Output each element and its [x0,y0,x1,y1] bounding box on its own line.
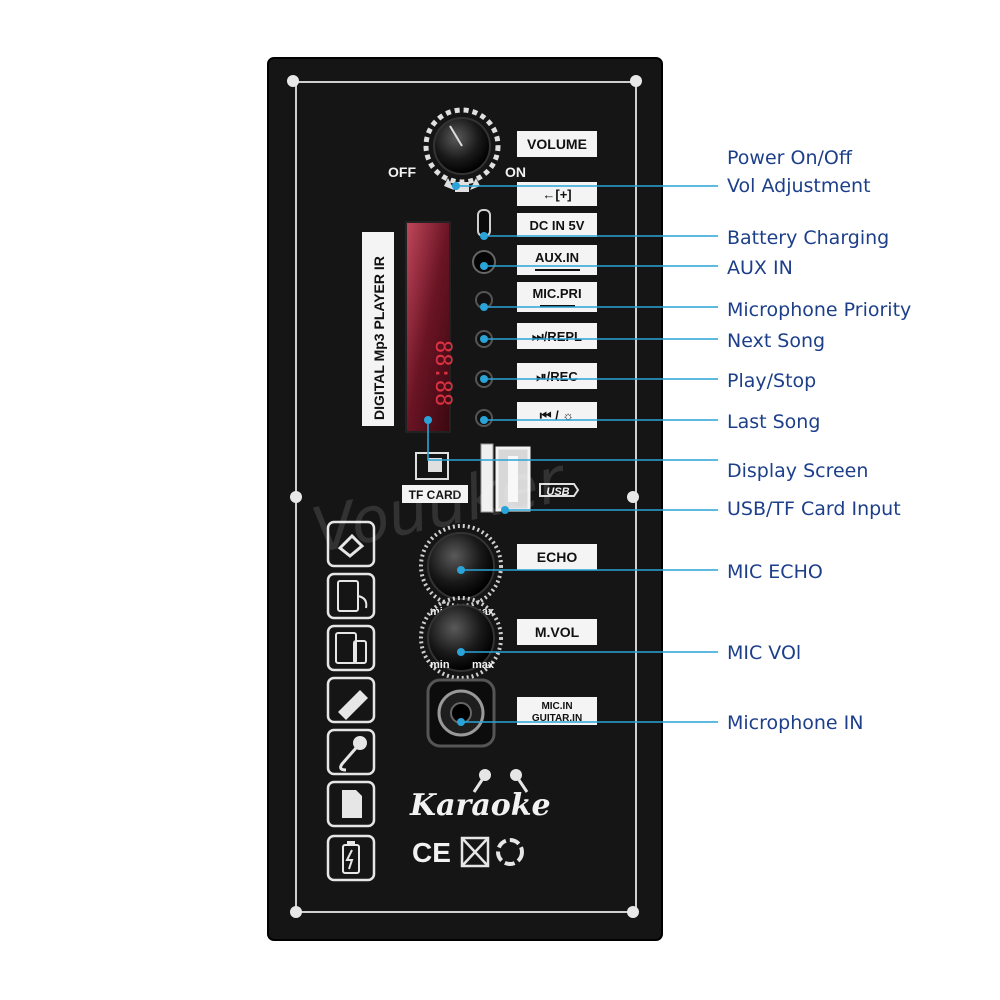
mic-volume-knob[interactable] [419,596,503,680]
recycle-icon [496,838,524,866]
mic-in-tag: MIC.IN GUITAR.IN [517,697,597,725]
svg-text:DIGITAL Mp3 PLAYER IR: DIGITAL Mp3 PLAYER IR [371,256,387,420]
ce-mark: CE [412,837,451,868]
microphone-jack[interactable] [426,678,496,748]
svg-text:⏭/REPL: ⏭/REPL [532,329,582,344]
leader-display [427,420,718,461]
screw-hole [287,75,299,87]
battery-icon [326,834,376,882]
sd-card-icon [326,780,376,828]
callout-battery: Battery Charging [727,227,889,249]
svg-text:MIC.IN: MIC.IN [541,701,572,712]
svg-text:VOLUME: VOLUME [527,136,587,152]
mvol-max-label: max [472,659,495,671]
karaoke-logo: Karaoke [409,788,551,823]
callout-vol: Vol Adjustment [727,175,871,197]
volume-tag: VOLUME [517,131,597,157]
usb-logo: USB [539,483,580,498]
play-rec-tag: ⏯/REC [517,363,597,389]
screw-hole [627,906,639,918]
leader-dots [424,182,509,726]
callout-micpri: Microphone Priority [727,299,911,321]
dc-in-tag: DC IN 5V [517,213,597,237]
display-screen: 88:88 [405,221,455,433]
svg-text:USB: USB [546,486,569,498]
callout-display: Display Screen [727,460,868,482]
callout-power: Power On/Off [727,147,853,169]
prev-light-tag: ⏮ / ☼ [517,402,597,428]
callout-aux: AUX IN [727,257,793,279]
callout-labels: Power On/Off Vol Adjustment Battery Char… [727,147,911,734]
callout-micvol: MIC VOl [727,642,801,664]
svg-text:GUITAR.IN: GUITAR.IN [532,713,582,724]
svg-text:AUX.IN: AUX.IN [535,250,579,265]
off-label: OFF [388,164,416,180]
screw-hole [290,491,302,503]
svg-text:⏯/REC: ⏯/REC [536,369,578,384]
volume-knob[interactable] [423,107,501,192]
phone-tablet-icon [326,624,376,672]
weee-bin-icon [460,836,490,868]
callout-usbtf: USB/TF Card Input [727,498,901,520]
svg-text:ECHO: ECHO [537,549,578,565]
on-label: ON [505,164,526,180]
display-digits: 88:88 [430,340,455,406]
svg-text:M.VOL: M.VOL [535,624,580,640]
bluetooth-icon [326,520,376,568]
display-label-box: DIGITAL Mp3 PLAYER IR [362,232,394,426]
aux-in-tag: AUX.IN [517,245,597,275]
svg-text:TF CARD: TF CARD [409,488,462,502]
screw-hole [627,491,639,503]
microphone-icon [326,728,376,776]
mvol-min-label: min [430,659,450,671]
svg-text:←[+]: ←[+] [542,187,571,202]
callout-micin: Microphone IN [727,712,863,734]
echo-tag: ECHO [517,544,597,570]
karaoke-mic-graphic [472,769,529,793]
screw-hole [630,75,642,87]
callout-last: Last Song [727,411,820,433]
usb-drive-icon [326,676,376,724]
svg-text:DC IN 5V: DC IN 5V [530,218,585,233]
callout-play: Play/Stop [727,370,816,392]
svg-text:MIC.PRI: MIC.PRI [532,286,581,301]
next-repl-tag: ⏭/REPL [517,323,597,349]
tf-card-slot[interactable]: TF CARD [402,452,468,503]
screw-hole [290,906,302,918]
callout-echo: MIC ECHO [727,561,823,583]
leader-lines [427,185,718,723]
mp3-player-icon [326,572,376,620]
callout-next: Next Song [727,330,825,352]
mvol-tag: M.VOL [517,619,597,645]
